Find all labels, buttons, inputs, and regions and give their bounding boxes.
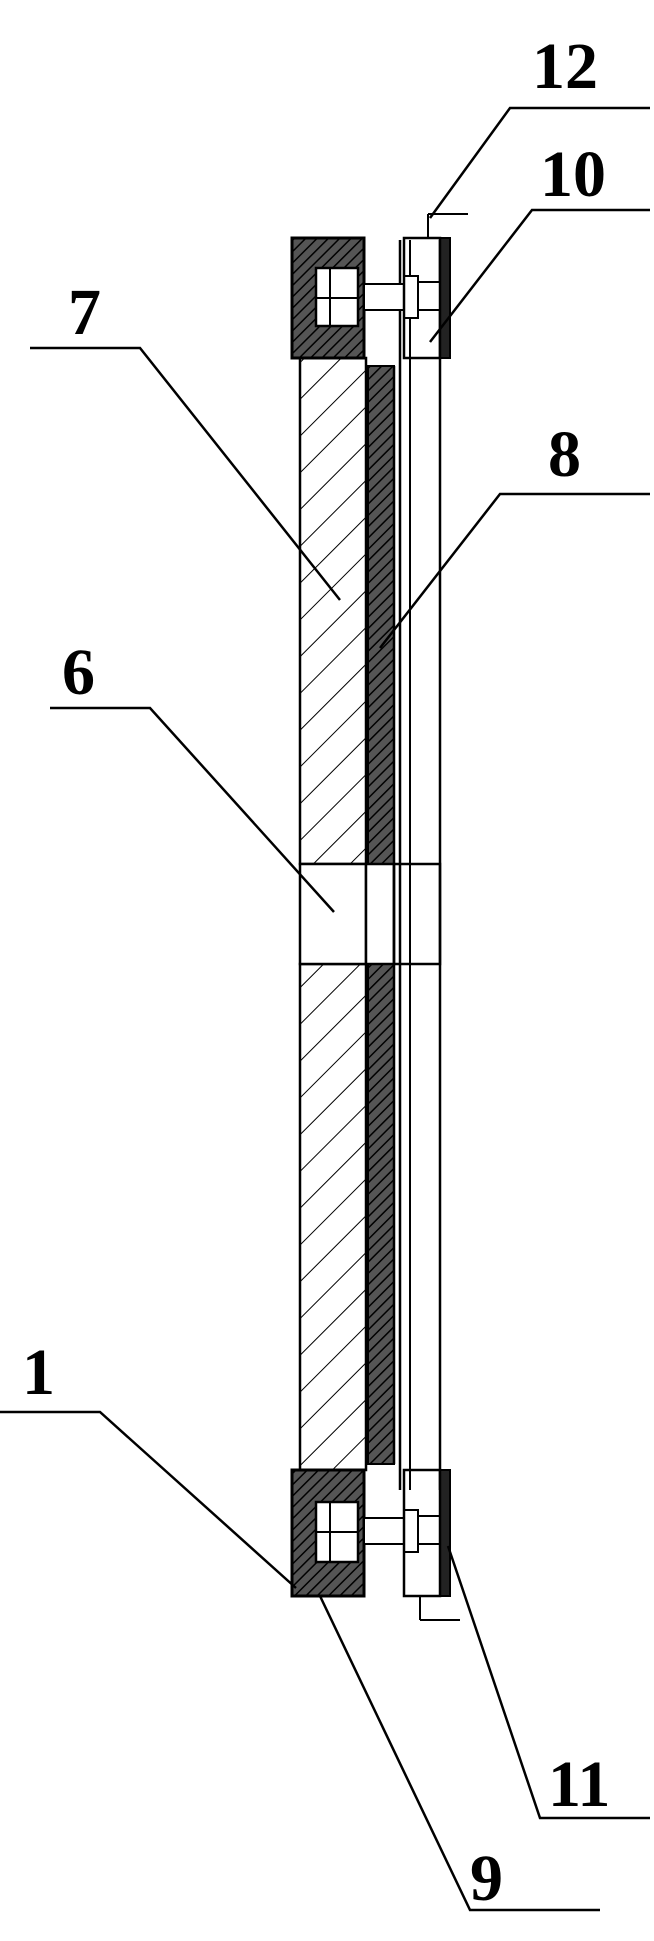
label-7: 7 — [68, 276, 101, 349]
leader-9 — [318, 1595, 600, 1912]
thin-plate — [392, 240, 442, 1490]
label-1: 1 — [22, 1336, 55, 1409]
leader-10 — [429, 208, 650, 343]
leader-1 — [0, 1410, 297, 1589]
dark-strip-lower — [367, 963, 395, 1465]
main-body-upper — [298, 356, 368, 866]
label-8: 8 — [548, 418, 581, 491]
label-9: 9 — [470, 1842, 503, 1915]
top-step — [427, 213, 468, 238]
leader-11 — [446, 1545, 650, 1820]
leader-8 — [379, 492, 650, 649]
label-12: 12 — [532, 30, 598, 103]
bottom-clamp — [290, 1468, 460, 1621]
main-body-lower — [298, 962, 368, 1472]
leader-12 — [428, 106, 650, 219]
label-10: 10 — [540, 138, 606, 211]
label-11: 11 — [548, 1748, 610, 1821]
dark-strip-upper — [367, 365, 395, 865]
top-clamp — [290, 236, 451, 360]
leader-7 — [30, 346, 341, 601]
center-block — [298, 862, 442, 966]
leader-6 — [50, 706, 335, 913]
label-6: 6 — [62, 636, 95, 709]
leader-lines — [0, 106, 650, 1912]
